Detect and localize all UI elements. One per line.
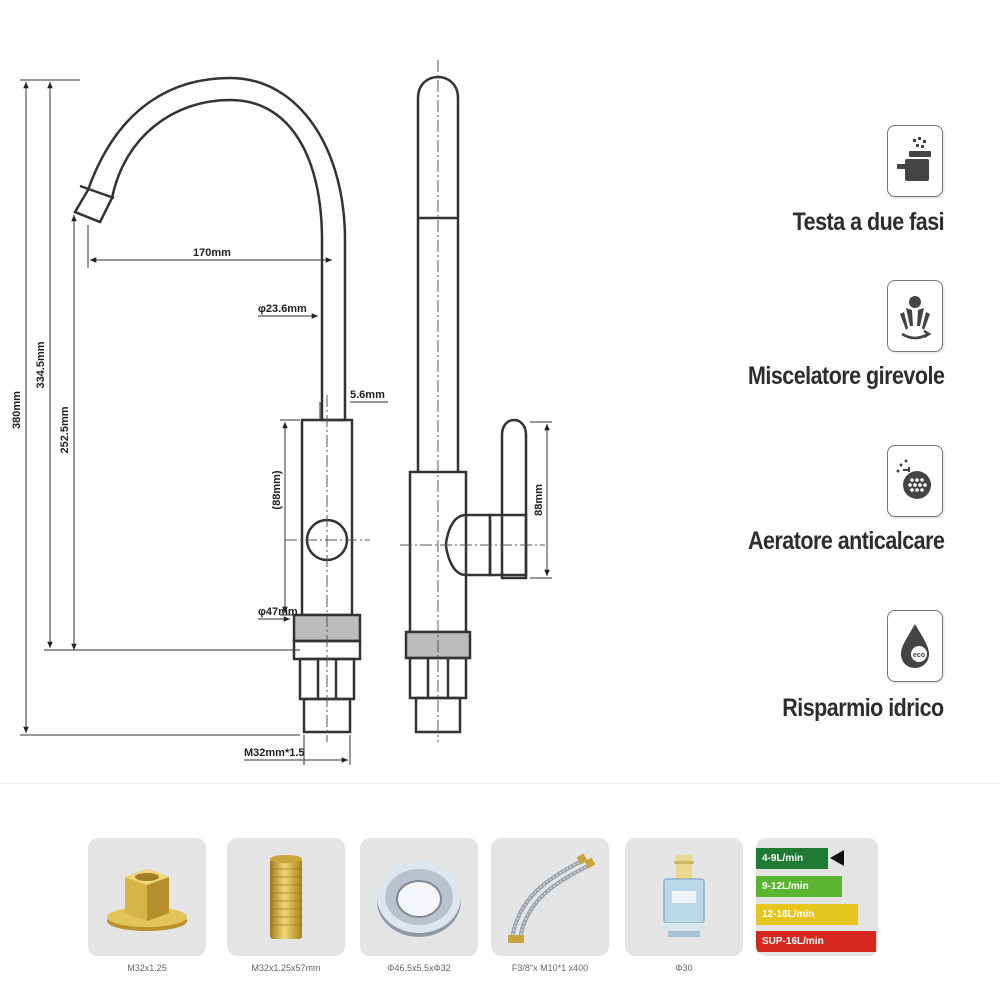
aerator-icon xyxy=(887,445,943,517)
feature-label-aerator: Aeratore anticalcare xyxy=(747,527,945,555)
faucet-icon xyxy=(887,125,943,197)
part-label-braided-hoses: F3/8"x M10*1 x400 xyxy=(511,963,589,973)
part-label-threaded-tube: M32x1.25x57mm xyxy=(251,963,321,973)
brass-threaded-tube-icon xyxy=(270,855,302,939)
flow-selected-marker-icon xyxy=(830,850,844,866)
faucet-technical-drawing: 380mm 334.5mm 252.5mm 170mm φ23.6mm 5.6m… xyxy=(11,60,552,765)
side-view xyxy=(73,76,362,734)
part-label-hex-nut: M32x1.25 xyxy=(127,963,167,973)
flow-label-2: 12-16L/min xyxy=(762,909,815,920)
dim-spout-height: 334.5mm xyxy=(35,341,47,388)
dim-body-height: 252.5mm xyxy=(59,406,71,453)
section-divider xyxy=(0,783,1000,784)
accessory-parts: M32x1.25 M32x1.25x57mm xyxy=(88,838,888,988)
feature-label-swivel: Miscelatore girevole xyxy=(747,362,945,390)
dim-body-length: (88mm) xyxy=(271,470,283,509)
front-handle xyxy=(500,418,528,580)
flow-row-1: 9-12L/min xyxy=(756,876,842,897)
swivel-spray-icon xyxy=(887,280,943,352)
front-view xyxy=(404,75,528,734)
flow-label-1: 9-12L/min xyxy=(762,881,809,892)
part-label-cartridge: Φ30 xyxy=(675,963,693,973)
flow-label-3: SUP-16L/min xyxy=(762,936,824,947)
dim-thread: M32mm*1.5 xyxy=(244,747,305,759)
dim-tube-diameter: φ23.6mm xyxy=(258,303,307,315)
flow-row-2: 12-16L/min xyxy=(756,904,858,925)
flow-row-0: 4-9L/min xyxy=(756,848,828,869)
svg-text:eco: eco xyxy=(913,652,925,659)
feature-label-two-phase: Testa a due fasi xyxy=(792,208,945,236)
part-label-chrome-ring: Φ46.5x5.5xΦ32 xyxy=(387,963,451,973)
part-hex-nut: M32x1.25 xyxy=(88,838,206,973)
dim-reach: 170mm xyxy=(193,247,231,259)
brass-hex-nut-icon xyxy=(107,869,187,931)
dim-side-height: 88mm xyxy=(533,484,545,516)
dim-base-diameter: φ47mm xyxy=(258,606,298,618)
flow-rate-chart: 4-9L/min 9-12L/min 12-16L/min SUP-16L/mi… xyxy=(756,838,878,956)
ceramic-cartridge-icon xyxy=(662,855,706,937)
feature-label-water-saving: Risparmio idrico xyxy=(782,694,945,722)
braided-hoses-icon xyxy=(508,853,596,943)
part-braided-hoses: F3/8"x M10*1 x400 xyxy=(491,838,609,973)
flow-label-0: 4-9L/min xyxy=(762,853,804,864)
dim-total-height: 380mm xyxy=(11,391,23,429)
part-cartridge: Φ30 xyxy=(625,838,743,973)
part-threaded-tube: M32x1.25x57mm xyxy=(227,838,345,973)
dim-handle-offset: 5.6mm xyxy=(350,389,385,401)
eco-drop-icon: eco xyxy=(887,610,943,682)
flow-row-3: SUP-16L/min xyxy=(756,931,876,952)
chrome-ring-icon xyxy=(377,861,461,937)
part-chrome-ring: Φ46.5x5.5xΦ32 xyxy=(360,838,478,973)
